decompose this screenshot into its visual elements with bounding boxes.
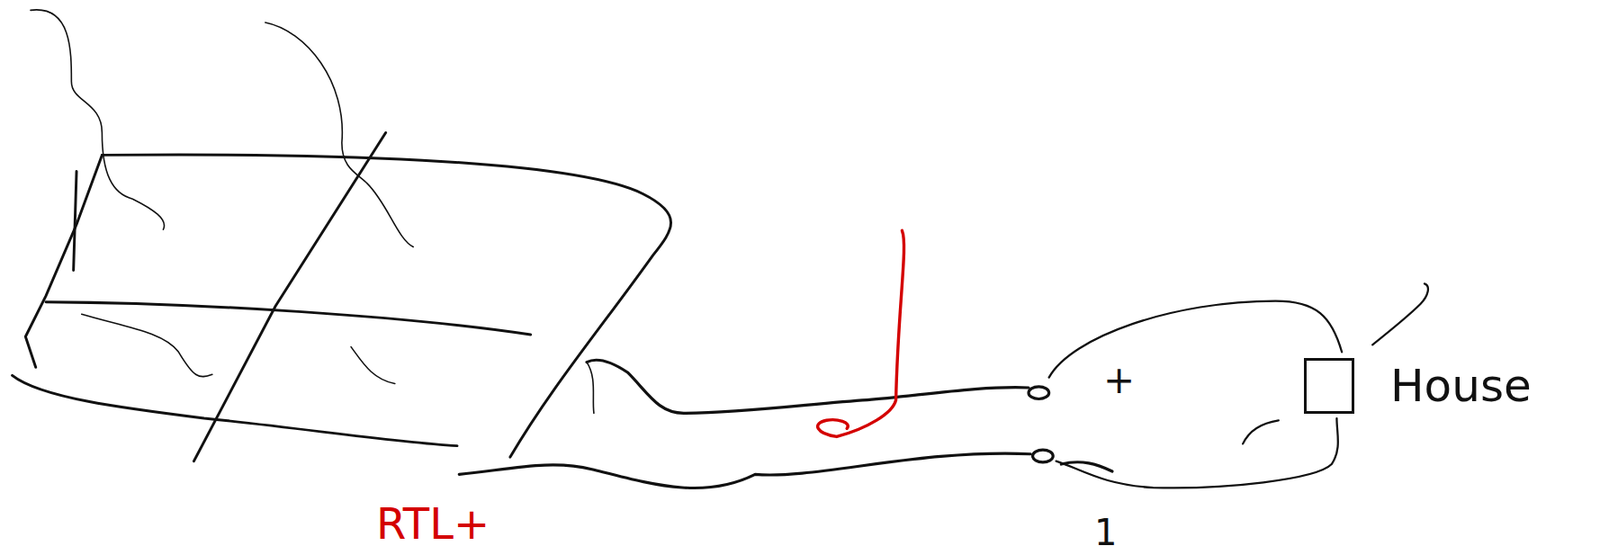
terminal-sign: +	[1103, 361, 1135, 400]
house-label: House	[1390, 363, 1532, 409]
wavy-lines	[30, 9, 594, 414]
house-symbol	[1303, 358, 1355, 414]
red-note: RTL+	[376, 502, 490, 546]
red-annotation	[817, 230, 905, 437]
house-node: House	[1303, 358, 1532, 414]
house-wires	[1049, 283, 1429, 488]
stray-mark: 1	[1094, 514, 1117, 551]
wires	[458, 359, 1113, 488]
